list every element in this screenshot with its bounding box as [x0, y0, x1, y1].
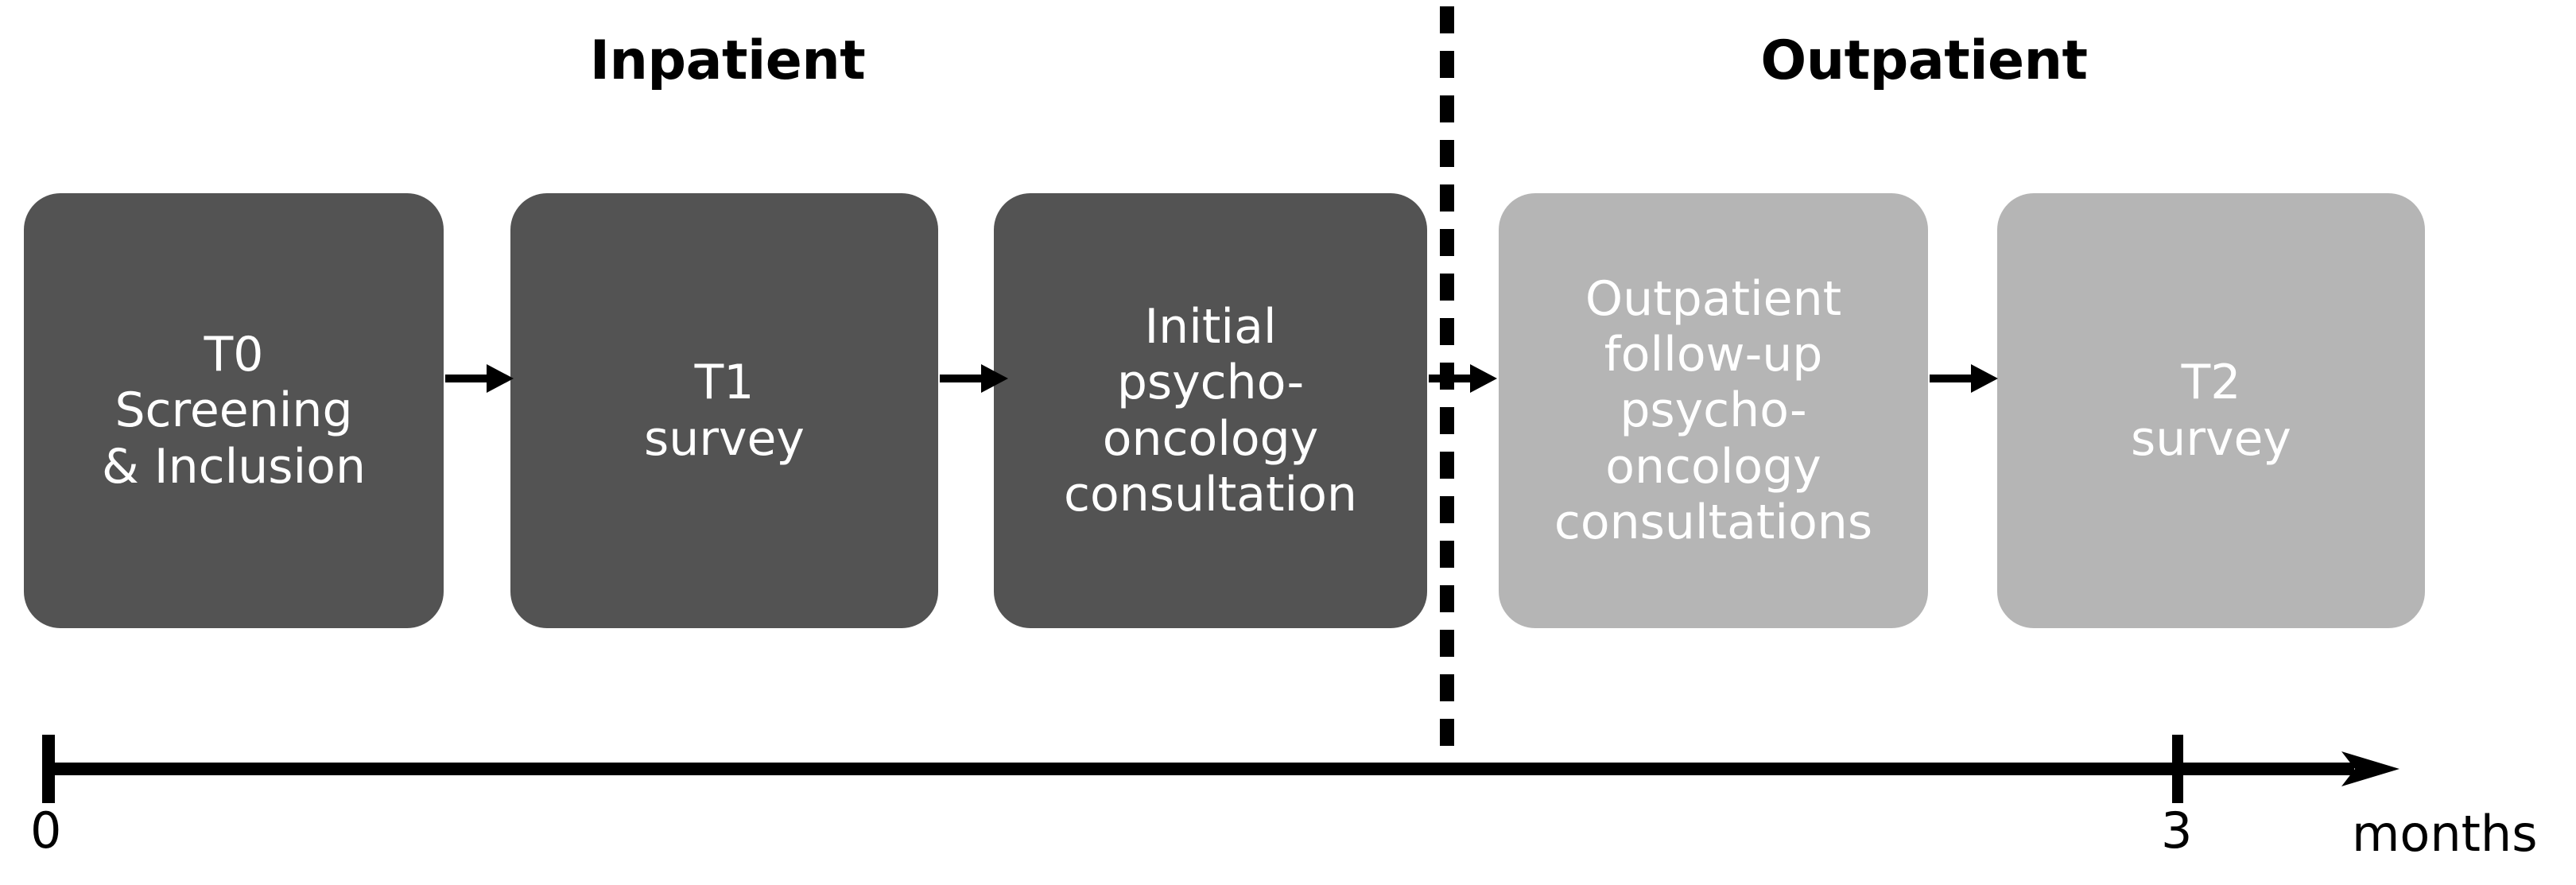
box-line: psycho- [1620, 382, 1807, 439]
process-box-t2[interactable]: T2 survey [1997, 193, 2425, 628]
box-line: Initial [1144, 299, 1277, 355]
phase-header-outpatient: Outpatient [1760, 29, 2088, 92]
timeline-tick-label-0: 0 [30, 802, 62, 860]
box-line: consultations [1554, 494, 1873, 550]
flow-arrow-icon [445, 359, 514, 398]
process-box-initial-consultation[interactable]: Initial psycho- oncology consultation [994, 193, 1427, 628]
box-line: oncology [1102, 410, 1319, 467]
box-line: survey [2131, 410, 2291, 467]
process-box-t1[interactable]: T1 survey [510, 193, 938, 628]
box-line: & Inclusion [102, 438, 366, 495]
box-line: Screening [114, 382, 353, 439]
box-line: follow-up [1604, 327, 1823, 383]
box-line: consultation [1064, 466, 1357, 522]
box-line: T2 [2181, 355, 2241, 411]
flow-arrow-icon [1429, 359, 1497, 398]
box-line: psycho- [1116, 355, 1305, 411]
box-line: oncology [1605, 438, 1821, 495]
phase-divider-dashed-line [1440, 6, 1454, 771]
flow-arrow-icon [940, 359, 1008, 398]
flow-arrow-icon [1930, 359, 1998, 398]
process-box-followup-consultations[interactable]: Outpatient follow-up psycho- oncology co… [1499, 193, 1928, 628]
timeline-unit-label: months [2352, 805, 2538, 863]
box-line: survey [644, 410, 805, 467]
box-line: T1 [694, 355, 755, 411]
process-box-t0[interactable]: T0 Screening & Inclusion [24, 193, 444, 628]
phase-header-inpatient: Inpatient [589, 29, 866, 92]
timeline-axis [0, 716, 2576, 835]
timeline-tick-label-3: 3 [2161, 802, 2193, 860]
box-line: Outpatient [1585, 271, 1842, 328]
box-line: T0 [204, 327, 264, 383]
